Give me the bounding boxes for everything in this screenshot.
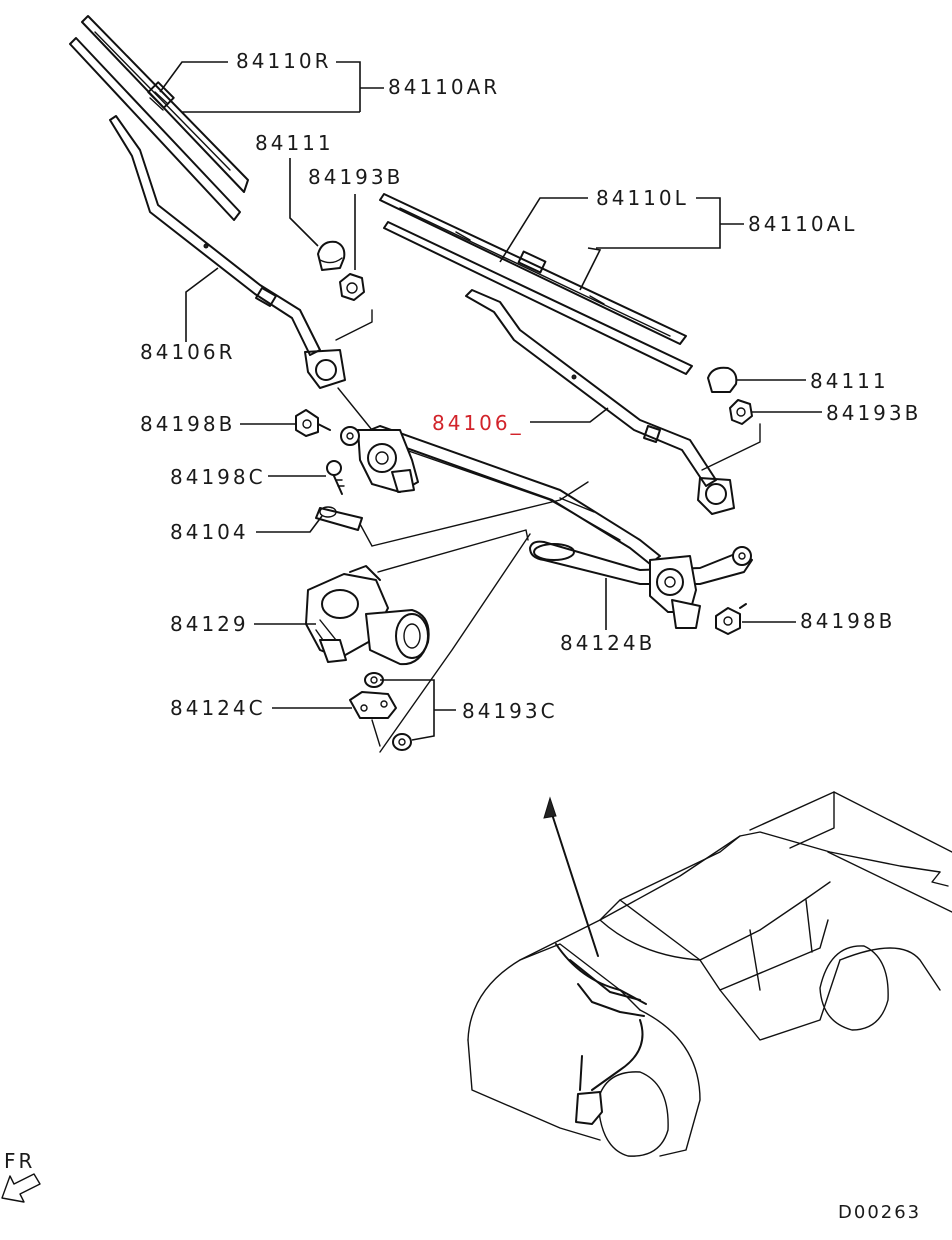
label-bolt-b-left[interactable]: 84198B (140, 412, 235, 436)
label-arm-l[interactable]: 84106_ (432, 411, 524, 435)
nut-84193c-lower[interactable] (392, 733, 412, 751)
label-bolt-c[interactable]: 84198C (170, 465, 266, 489)
label-bolt-b-right[interactable]: 84198B (800, 609, 895, 633)
diagram-code: D00263 (838, 1202, 921, 1223)
label-nut-l[interactable]: 84193B (826, 401, 921, 425)
label-blade-r[interactable]: 84110R (236, 49, 332, 73)
label-blade-l[interactable]: 84110L (596, 186, 689, 210)
label-bush[interactable]: 84104 (170, 520, 249, 544)
label-nut-c[interactable]: 84193C (462, 699, 558, 723)
leader-lines (159, 61, 822, 753)
pivot-nut-right[interactable] (339, 273, 365, 301)
vehicle-outline (467, 791, 952, 1157)
nut-84193c-upper[interactable] (364, 672, 384, 688)
bolt-84198c[interactable] (326, 460, 345, 495)
label-blade-ar[interactable]: 84110AR (388, 75, 500, 99)
label-nut-r[interactable]: 84193B (308, 165, 403, 189)
front-marker-label: FR (4, 1149, 35, 1173)
label-cap-r[interactable]: 84111 (255, 131, 334, 155)
wiper-motor[interactable] (305, 565, 430, 666)
bracket-84124c[interactable] (349, 691, 397, 719)
label-motor[interactable]: 84129 (170, 612, 249, 636)
wiper-blade-right[interactable] (69, 15, 249, 221)
wiper-linkage[interactable] (340, 425, 661, 565)
label-cap-l[interactable]: 84111 (810, 369, 889, 393)
wiper-blade-left[interactable] (379, 193, 693, 375)
label-bracket-c[interactable]: 84124C (170, 696, 266, 720)
fr-arrow-icon (1, 1173, 41, 1203)
wiper-arm-left[interactable] (465, 289, 735, 515)
pivot-cap-left[interactable] (707, 366, 738, 393)
part-labels: 84110R 84110AR 84111 84193B 84110L 84110… (4, 49, 921, 1223)
pivot-cap-right[interactable] (317, 240, 346, 271)
label-link-b[interactable]: 84124B (560, 631, 655, 655)
link-rod-b[interactable] (529, 540, 753, 629)
label-blade-al[interactable]: 84110AL (748, 212, 857, 236)
wiper-arm-right[interactable] (109, 115, 346, 389)
pivot-nut-left[interactable] (729, 399, 753, 425)
bush-84104[interactable] (315, 506, 363, 531)
bolt-84198b-right[interactable] (715, 603, 747, 635)
label-arm-r[interactable]: 84106R (140, 340, 236, 364)
bolt-84198b-left[interactable] (295, 409, 331, 437)
